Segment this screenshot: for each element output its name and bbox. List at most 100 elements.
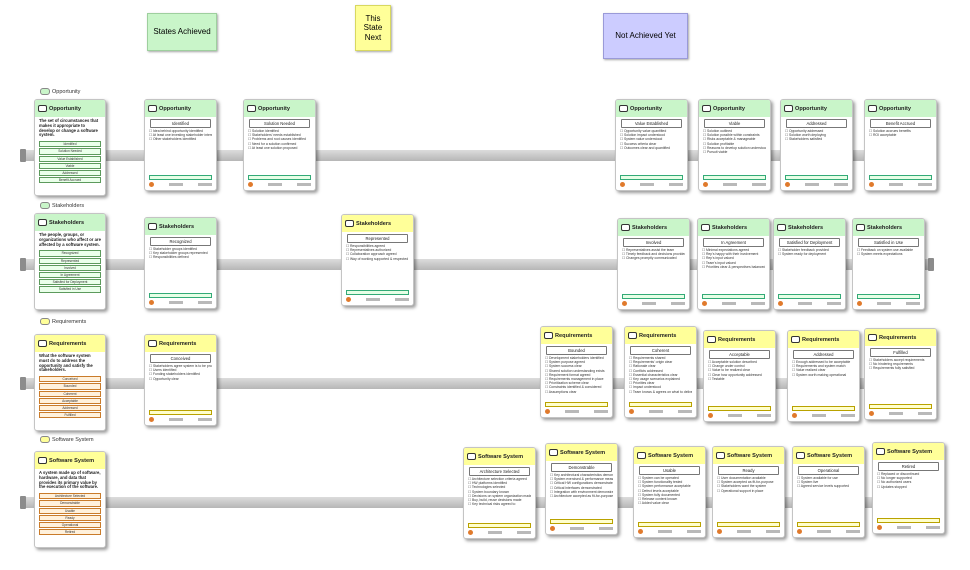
footer-logo [877, 302, 891, 305]
state-progress-bar [708, 406, 771, 411]
card-footer [622, 294, 685, 306]
card-footer [620, 175, 683, 187]
card-header: Requirements [541, 327, 612, 344]
alpha-logo-icon [149, 417, 154, 422]
alpha-icon [702, 105, 711, 112]
card-footer [717, 522, 780, 534]
checklist-item: ☐ System can be operated [638, 476, 679, 480]
checklist-item: ☐ Requirements' origin clear [629, 360, 673, 365]
card-title: Software System [807, 452, 853, 459]
footer-mark [906, 302, 920, 305]
state-progress-bar [468, 523, 531, 528]
checklist-item: ☐ Critical interfaces demonstrated [550, 485, 602, 490]
track-cap-left [20, 496, 26, 509]
checklist-item: ☐ Solution impact understood [620, 133, 666, 138]
checklist-item: ☐ Buy, build, reuse decisions made [468, 498, 522, 503]
checklist-item: ☐ Need for a solution confirmed [248, 141, 297, 146]
checklist-item: ☐ Solution identified [248, 129, 279, 133]
footer-mark [751, 302, 765, 305]
footer-mark [841, 414, 855, 417]
footer-row [785, 182, 848, 187]
alpha-icon [777, 224, 786, 231]
checklist-item: ☐ Stakeholder groups identified [149, 247, 197, 251]
footer-row [717, 529, 780, 534]
footer-mark [678, 410, 692, 413]
checklist-item: ☐ Key stakeholder groups represented [149, 251, 208, 256]
state-progress-bar [877, 518, 940, 523]
card-header: Opportunity [616, 100, 687, 117]
card-header: Software System [35, 452, 105, 469]
checklist-item: ☐ Representatives assist the team [622, 248, 675, 252]
card-title: Opportunity [630, 105, 663, 112]
checklist-item: ☐ Conflicts addressed [629, 368, 663, 373]
footer-row [857, 301, 920, 306]
checklist-item: ☐ Collaboration approach agreed [346, 252, 397, 257]
card-title: Requirements [879, 334, 917, 341]
footer-row [869, 411, 932, 416]
state-progress-bar [792, 406, 855, 411]
state-progress-bar [857, 294, 920, 299]
alpha-logo-icon [792, 413, 797, 418]
state-name: Represented [347, 234, 408, 243]
card-title: Requirements [49, 340, 87, 347]
state-progress-bar [629, 402, 692, 407]
checklist-item: ☐ Essential characteristics clear [629, 372, 678, 377]
state-name: Benefit Accrued [870, 119, 931, 128]
alpha-description: The people, groups, or organizations who… [39, 232, 101, 247]
checklist-item: ☐ Value to be realized clear [708, 368, 750, 373]
footer-row [468, 530, 531, 535]
state-name: Conceived [150, 354, 211, 363]
state-progress-bar [703, 175, 766, 180]
alpha-icon [868, 105, 877, 112]
card-title: Stakeholders [867, 224, 903, 231]
card-footer [550, 519, 613, 531]
legend-next-label: This State Next [363, 13, 383, 42]
footer-logo [366, 298, 380, 301]
state-name: Operational [798, 466, 859, 475]
card-title: Requirements [159, 340, 197, 347]
footer-row [545, 409, 608, 414]
alpha-state-item: Involved [39, 264, 101, 271]
checklist-item: ☐ Responsibilities agreed [346, 244, 386, 248]
state-progress-bar [149, 175, 212, 180]
alpha-logo-icon [149, 182, 154, 187]
card-footer [638, 522, 701, 534]
card-header: Opportunity [699, 100, 770, 117]
footer-mark [594, 410, 608, 413]
stakeholders-lane-track [20, 258, 934, 271]
footer-mark [752, 183, 766, 186]
checklist-item: ☐ Assumptions clear [545, 389, 577, 394]
alpha-state-item: Satisfied for Deployment [39, 279, 101, 286]
card-title: Opportunity [258, 105, 291, 112]
checklist-item: ☐ Opportunity value quantified [620, 129, 667, 133]
